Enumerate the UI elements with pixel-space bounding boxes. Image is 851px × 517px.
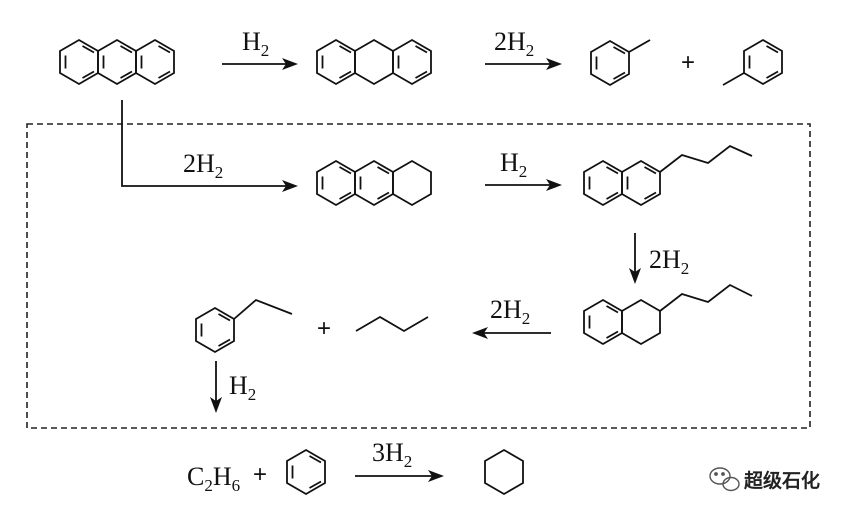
reagent-3h2: 3H2 [372,438,412,471]
watermark-text: 超级石化 [743,469,820,492]
benzene [286,449,326,495]
reagent-h2-2: H2 [500,148,527,181]
watermark: 超级石化 [709,467,820,492]
reagent-2h2-1: 2H2 [494,27,534,60]
reagent-2h2-4: 2H2 [490,295,530,328]
reagent-h2-3: H2 [229,371,256,404]
dashed-boundary [26,123,811,429]
cyclohexane [484,449,524,495]
ethylbenzene [195,298,293,353]
butylnaphthalene [583,144,753,206]
wechat-icon [709,467,740,492]
reagent-h2-1: H2 [242,27,269,60]
reagent-2h2-3: 2H2 [649,245,689,278]
tetrahydroanthracene [316,160,432,206]
butane [355,315,429,333]
ethane-formula: C2H6 [187,462,240,495]
plus-sign-2: + [317,315,331,342]
arrow-benzene-to-cyclohexane [355,470,444,482]
arrow-anthracene-to-tetrahydro [121,100,298,192]
arrow-butyltetralin-to-ethylbenzene [472,327,551,339]
arrow-butylnaphthalene-to-butyltetralin [629,233,641,284]
arrow-dihydro-to-toluene [485,58,562,70]
arrow-tetrahydro-to-butylnaphthalene [485,179,562,191]
plus-sign-1: + [681,49,695,76]
reagent-2h2-2: 2H2 [183,149,223,182]
plus-sign-3: + [253,461,267,488]
toluene-1 [590,39,651,86]
anthracene [59,39,175,85]
arrow-anthracene-to-dihydro [222,58,298,70]
arrow-ethylbenzene-to-benzene [210,361,222,413]
dihydroanthracene [316,39,432,85]
butyltetralin [583,283,753,345]
toluene-2 [722,39,783,86]
